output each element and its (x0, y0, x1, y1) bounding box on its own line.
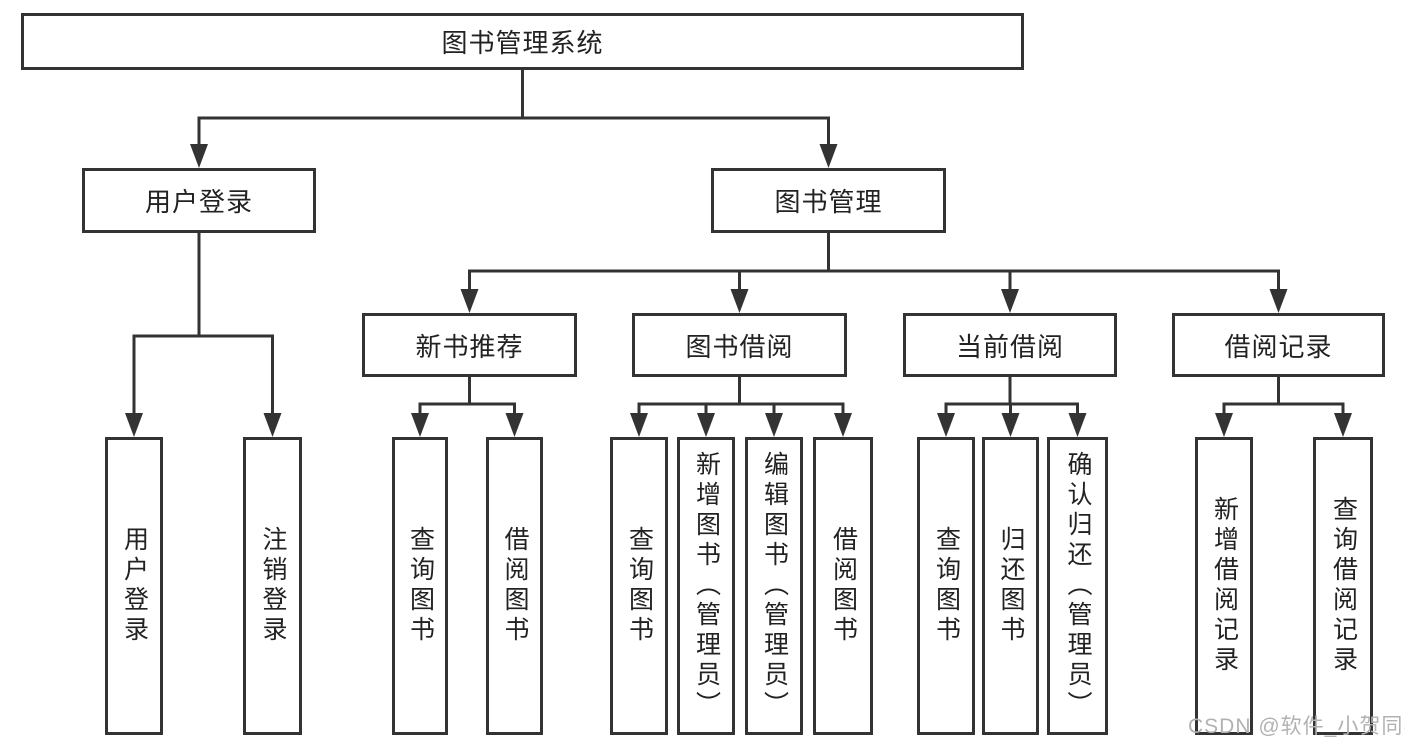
node-leaf-query-books-recommend: 查询图书 (392, 437, 448, 735)
node-user-login-branch: 用户登录 (82, 168, 316, 233)
node-leaf-borrow-books-recommend: 借阅图书 (486, 437, 543, 735)
node-leaf-confirm-return-admin: 确认归还（管理员） (1047, 437, 1108, 735)
node-new-book-recommend: 新书推荐 (362, 313, 577, 377)
node-leaf-return-books-label: 归还图书 (997, 526, 1025, 646)
node-leaf-return-books: 归还图书 (982, 437, 1039, 735)
node-leaf-add-book-admin-label: 新增图书（管理员） (692, 451, 721, 721)
node-leaf-query-borrow-record: 查询借阅记录 (1313, 437, 1373, 735)
node-leaf-query-books-borrow: 查询图书 (610, 437, 668, 735)
node-leaf-add-borrow-record: 新增借阅记录 (1195, 437, 1253, 735)
node-leaf-user-login: 用户登录 (105, 437, 163, 735)
node-book-management-branch: 图书管理 (711, 168, 946, 233)
node-leaf-query-borrow-record-label: 查询借阅记录 (1329, 496, 1358, 676)
node-leaf-logout: 注销登录 (243, 437, 302, 735)
node-system-root: 图书管理系统 (21, 13, 1024, 70)
csdn-watermark: CSDN @软件_小贺同学 (1188, 715, 1405, 738)
node-leaf-user-login-label: 用户登录 (120, 526, 149, 646)
node-leaf-query-books-recommend-label: 查询图书 (406, 526, 435, 646)
node-leaf-logout-label: 注销登录 (259, 526, 287, 646)
node-leaf-add-book-admin: 新增图书（管理员） (677, 437, 735, 735)
node-leaf-borrow-books-recommend-label: 借阅图书 (501, 526, 529, 646)
node-leaf-confirm-return-admin-label: 确认归还（管理员） (1064, 451, 1092, 721)
node-leaf-query-books-current: 查询图书 (917, 437, 975, 735)
node-leaf-borrow-books-label: 借阅图书 (829, 526, 858, 646)
node-book-borrowing: 图书借阅 (632, 313, 847, 377)
node-leaf-query-books-borrow-label: 查询图书 (625, 526, 654, 646)
node-current-borrowing: 当前借阅 (903, 313, 1117, 377)
node-leaf-add-borrow-record-label: 新增借阅记录 (1210, 496, 1239, 676)
node-borrowing-records: 借阅记录 (1172, 313, 1385, 377)
node-leaf-edit-book-admin: 编辑图书（管理员） (745, 437, 803, 735)
arrowheads (125, 144, 1352, 437)
node-leaf-edit-book-admin-label: 编辑图书（管理员） (760, 451, 789, 721)
node-leaf-query-books-current-label: 查询图书 (932, 526, 961, 646)
node-leaf-borrow-books: 借阅图书 (813, 437, 873, 735)
